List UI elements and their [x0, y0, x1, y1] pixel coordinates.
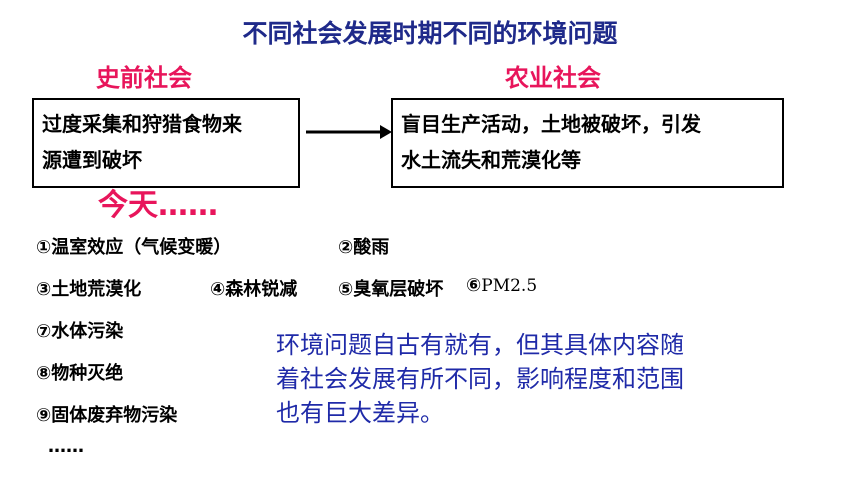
summary-line1: 环境问题自古有就有，但其具体内容随 [276, 331, 684, 359]
summary-text: 环境问题自古有就有，但其具体内容随 着社会发展有所不同，影响程度和范围 也有巨大… [276, 328, 796, 430]
issue-more: …… [48, 436, 84, 457]
summary-line3: 也有巨大差异。 [276, 399, 444, 427]
issue-greenhouse: ①温室效应（气候变暖） [36, 237, 232, 258]
agricultural-box-line1: 盲目生产活动，土地被破坏，引发 [401, 112, 701, 136]
era-label-today: 今天…… [98, 188, 218, 223]
summary-line2: 着社会发展有所不同，影响程度和范围 [276, 365, 684, 393]
prehistoric-box-line1: 过度采集和狩猎食物来 [42, 112, 242, 136]
issue-solid-waste: ⑨固体废弃物污染 [36, 405, 178, 426]
page-title: 不同社会发展时期不同的环境问题 [242, 19, 618, 48]
issue-water-pollution: ⑦水体污染 [36, 321, 124, 342]
issue-ozone: ⑤臭氧层破坏 [338, 279, 444, 300]
issue-pm25-number: ⑥ [466, 275, 482, 296]
prehistoric-box: 过度采集和狩猎食物来 源遭到破坏 [32, 98, 300, 188]
era-label-agricultural: 农业社会 [505, 64, 601, 92]
issue-desertification: ③土地荒漠化 [36, 279, 142, 300]
right-arrow-icon [306, 125, 392, 139]
agricultural-box: 盲目生产活动，土地被破坏，引发 水土流失和荒漠化等 [391, 98, 784, 188]
issue-acid-rain: ②酸雨 [338, 237, 390, 258]
prehistoric-box-line2: 源遭到破坏 [42, 148, 142, 172]
agricultural-box-line2: 水土流失和荒漠化等 [401, 148, 581, 172]
era-label-prehistoric: 史前社会 [96, 64, 192, 92]
issue-deforestation: ④森林锐减 [210, 279, 298, 300]
issue-species-extinction: ⑧物种灭绝 [36, 363, 124, 384]
issue-pm25-text: PM2.5 [481, 276, 538, 296]
issue-pm25: ⑥PM2.5 [466, 275, 537, 296]
